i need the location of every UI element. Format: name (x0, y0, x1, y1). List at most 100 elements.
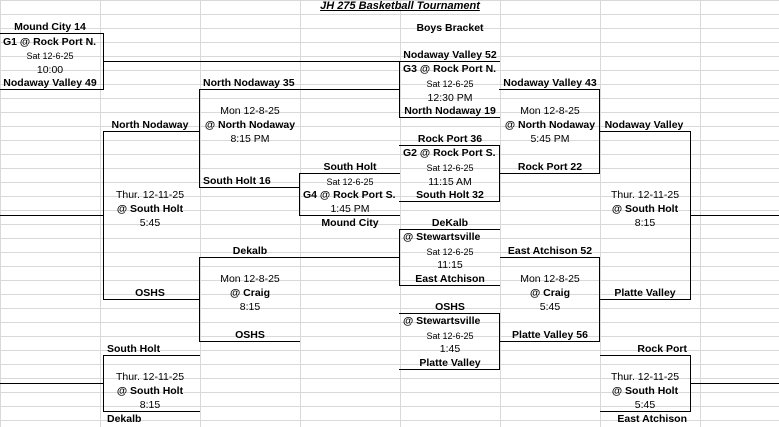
r-mon1-bottom-team: Rock Port 22 (517, 161, 583, 173)
g4-bottom-team: Mound City (321, 217, 379, 229)
r-mon2-time: 5:45 (539, 301, 561, 313)
g4-top-line (299, 173, 400, 174)
tournament-title: JH 275 Basketball Tournament (320, 0, 480, 12)
g5-game-label: @ Stewartsville (403, 231, 481, 243)
l-mon1-bottom-line (199, 187, 300, 188)
g1-top-line (0, 33, 104, 34)
g6-time: 1:45 (439, 343, 461, 355)
r-mon1-top-team: Nodaway Valley 43 (503, 77, 597, 89)
r-mon2-bottom-team: Platte Valley 56 (512, 329, 588, 341)
g5-bottom-team: East Atchison (415, 273, 485, 285)
g5-left-line (300, 257, 400, 258)
g6-bottom-line (399, 369, 500, 370)
g4-date: Sat 12-6-25 (326, 177, 374, 187)
l-thu1-top-team: North Nodaway (111, 119, 189, 131)
l-mon1-top-line (199, 89, 300, 90)
l-thu2-bottom-team: Dekalb (107, 413, 142, 425)
g1-bottom-team: Nodaway Valley 49 (3, 77, 97, 89)
g5-top-team: DeKalb (431, 217, 469, 229)
l-mon2-top-team: Dekalb (232, 245, 268, 257)
l-mon1-location: @ North Nodaway (204, 119, 296, 131)
l-thu1-date: Thur. 12-11-25 (115, 189, 185, 201)
g5-top-line (399, 229, 500, 230)
g4-game-label: G4 @ Rock Port S. (303, 189, 396, 201)
g3-bottom-line (399, 117, 500, 118)
g3-bottom-team: North Nodaway 19 (404, 105, 496, 117)
l-thu2-top-line (104, 355, 200, 356)
l-thu1-location: @ South Holt (116, 203, 184, 215)
g5-date: Sat 12-6-25 (426, 247, 474, 257)
r-thu1-top-team: Nodaway Valley (604, 119, 684, 131)
r-thu2-top-line (600, 355, 691, 356)
g1-date: Sat 12-6-25 (26, 51, 74, 61)
g1-vertical-line (103, 33, 104, 90)
r-thu1-bottom-team: Platte Valley (614, 287, 676, 299)
g6-top-team: OSHS (435, 301, 465, 313)
r-mon1-time: 5:45 PM (530, 133, 570, 145)
g4-vertical-line (299, 173, 300, 216)
g6-bottom-team: Platte Valley (419, 357, 481, 369)
r-thu2-date: Thur. 12-11-25 (610, 371, 680, 383)
l-thu1-winner-line (0, 215, 104, 216)
r-mon1-vertical-line (599, 89, 600, 174)
g3-date: Sat 12-6-25 (426, 79, 474, 89)
r-thu2-winner-line (691, 383, 779, 384)
g3-winner-line (499, 89, 600, 90)
l-thu2-time: 8:15 (139, 399, 161, 411)
l-mon1-vertical-line (199, 89, 200, 188)
g2-bottom-team: South Holt 32 (416, 189, 484, 201)
g4-top-team: South Holt (323, 161, 377, 173)
l-mon2-time: 8:15 (239, 301, 261, 313)
g3-top-team: Nodaway Valley 52 (403, 49, 497, 61)
g1-game-label: G1 @ Rock Port N. (3, 36, 97, 48)
g1-bottom-line (0, 89, 104, 90)
g1-time: 10:00 (36, 64, 64, 76)
r-mon2-top-team: East Atchison 52 (507, 245, 593, 257)
g3-game-label: G3 @ Rock Port N. (403, 63, 497, 75)
g6-vertical-line (499, 313, 500, 370)
g1-winner-line (104, 61, 400, 62)
l-mon2-top-line (199, 257, 300, 258)
l-thu1-time: 5:45 (139, 217, 161, 229)
g5-bottom-line (399, 285, 500, 286)
l-mon2-bottom-team: OSHS (235, 329, 265, 341)
g2-date: Sat 12-6-25 (426, 163, 474, 173)
g2-bottom-line (399, 201, 500, 202)
l-mon2-left-line (104, 299, 200, 300)
r-mon2-date: Mon 12-8-25 (520, 273, 580, 285)
g5-time: 11:15 (437, 259, 463, 271)
r-mon1-right-line (600, 131, 691, 132)
r-thu2-location: @ South Holt (611, 385, 679, 397)
g3-time: 12:30 PM (427, 92, 473, 104)
r-thu1-date: Thur. 12-11-25 (610, 189, 680, 201)
r-thu2-top-team: Rock Port (637, 343, 687, 355)
l-mon1-left-line (104, 131, 200, 132)
l-mon1-bottom-team: South Holt 16 (203, 175, 271, 187)
r-mon2-vertical-line (599, 257, 600, 342)
r-mon1-location: @ North Nodaway (504, 119, 596, 131)
g4-time: 1:45 PM (330, 203, 370, 215)
g6-top-line (399, 313, 500, 314)
r-mon2-location: @ Craig (530, 287, 570, 299)
g2-top-line (399, 145, 500, 146)
l-mon2-bottom-line (199, 341, 300, 342)
g2-top-team: Rock Port 36 (417, 133, 483, 145)
l-mon1-top-team: North Nodaway 35 (203, 77, 295, 89)
r-thu1-time: 8:15 (634, 217, 656, 229)
g2-time: 11:15 AM (428, 176, 472, 188)
bracket-label: Boys Bracket (416, 22, 484, 34)
l-mon2-date: Mon 12-8-25 (220, 273, 280, 285)
r-thu2-bottom-line (600, 411, 691, 412)
l-thu1-bottom-team: OSHS (135, 287, 165, 299)
r-thu2-bottom-team: East Atchison (617, 413, 687, 425)
l-thu2-date: Thur. 12-11-25 (115, 371, 185, 383)
g2-vertical-line (499, 145, 500, 202)
g3-left-line (300, 89, 400, 90)
g1-top-team: Mound City 14 (14, 21, 86, 33)
r-mon1-date: Mon 12-8-25 (520, 105, 580, 117)
l-mon2-location: @ Craig (230, 287, 270, 299)
r-thu2-time: 5:45 (634, 399, 656, 411)
g2-game-label: G2 @ Rock Port S. (403, 147, 496, 159)
l-thu2-location: @ South Holt (116, 385, 184, 397)
l-thu2-top-team: South Holt (107, 343, 161, 355)
